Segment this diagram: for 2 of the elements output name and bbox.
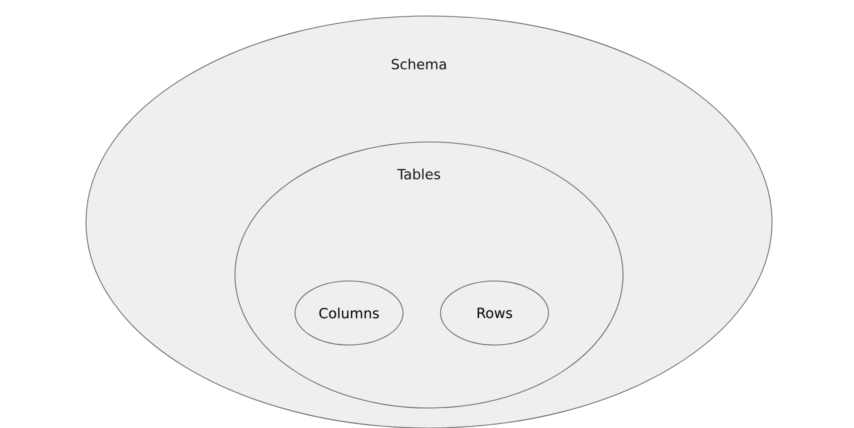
ellipse-node: Columns — [294, 280, 404, 346]
ellipse-node: Rows — [440, 280, 549, 346]
